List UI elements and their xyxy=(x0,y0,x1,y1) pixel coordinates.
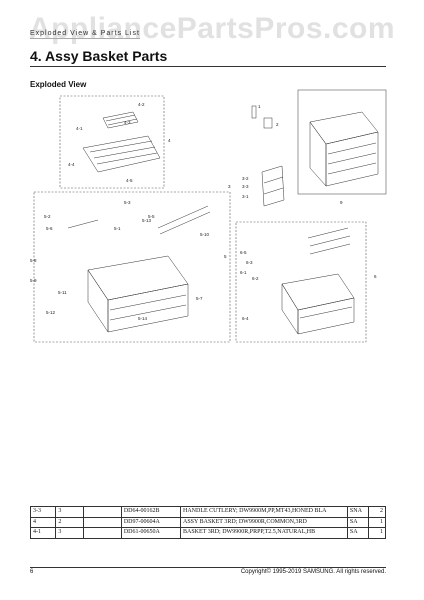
table-row: 4 2 DD97-00604A ASSY BASKET 3RD; DW9900R… xyxy=(29,516,386,528)
callout-5-10: 5-10 xyxy=(200,232,210,237)
callout-1: 1 xyxy=(258,104,261,109)
parts-table: 3-3 3 DD64-00162B HANDLE CUTLERY; DW9900… xyxy=(29,506,386,539)
cell-no: 3 xyxy=(55,506,84,518)
callout-5-5: 5-5 xyxy=(148,214,155,219)
cell-loc: 4 xyxy=(29,516,57,528)
callout-5-8: 5-8 xyxy=(30,258,37,263)
cell-qty: 2 xyxy=(368,506,386,518)
callout-3-1: 3-1 xyxy=(242,194,249,199)
callout-5-13: 5-13 xyxy=(142,218,152,223)
group-5-callouts: 5-2 5-6 5-3 5-5 5-1 5-13 5-10 5-8 5-11 5… xyxy=(30,200,227,321)
callout-5-14: 5-14 xyxy=(138,316,148,321)
small-parts-illustration xyxy=(251,105,273,129)
basket-3rd-illustration xyxy=(82,111,161,173)
cutlery-basket-illustration xyxy=(261,165,285,207)
cell-desc: ASSY BASKET 3RD; DW9900R,COMMON,3RD xyxy=(180,516,348,528)
callout-3-2: 3-2 xyxy=(242,176,249,181)
callout-5-3: 5-3 xyxy=(124,200,131,205)
lower-basket-illustration xyxy=(281,227,355,335)
callout-4-3: 4-3 xyxy=(124,120,131,125)
cell-code: DD97-00604A xyxy=(120,516,182,528)
cell-loc: 4-1 xyxy=(29,527,57,539)
basket-3rd-group-box xyxy=(59,95,165,189)
cell-desc: BASKET 3RD; DW9900R,PRPP,T2.5,NATURAL,HB xyxy=(180,527,348,539)
cell-sa: SA xyxy=(346,527,370,539)
callout-6: 6 xyxy=(374,274,377,279)
callout-6-5: 6-5 xyxy=(240,250,247,255)
callout-5-2: 5-2 xyxy=(44,214,51,219)
callout-6-4: 6-4 xyxy=(242,316,249,321)
callout-6-1: 6-1 xyxy=(240,270,247,275)
exploded-view-subtitle: Exploded View xyxy=(30,80,87,89)
callout-4-5: 4-5 xyxy=(126,178,133,183)
cell-code: DD64-00162B xyxy=(120,506,182,518)
cell-sa: SA xyxy=(346,516,370,528)
callout-5-6: 5-6 xyxy=(46,226,53,231)
callout-4: 4 xyxy=(168,138,171,143)
cell-qty: 1 xyxy=(368,516,386,528)
copyright-notice: Copyright© 1995-2019 SAMSUNG. All rights… xyxy=(240,569,386,575)
group-4-callouts: 4-2 4-1 4-3 4 4-4 4-5 xyxy=(68,102,171,183)
cell-sa: SNA xyxy=(346,506,370,518)
callout-9: 9 xyxy=(340,200,343,205)
page-number: 6 xyxy=(30,569,34,575)
exploded-view-diagram: 4-2 4-1 4-3 4 4-4 4-5 1 2 9 3-2 3-3 3 3-… xyxy=(30,89,387,343)
callout-4-1: 4-1 xyxy=(76,126,83,131)
cell-no: 3 xyxy=(55,527,84,539)
cell-blank xyxy=(82,527,122,539)
table-row: 4-1 3 DD61-00650A BASKET 3RD; DW9900R,PR… xyxy=(29,527,386,539)
cell-qty: 1 xyxy=(368,527,386,539)
header-tab: Exploded View & Parts List xyxy=(30,30,140,39)
section-title: 4. Assy Basket Parts xyxy=(30,48,386,67)
group-6-callouts: 6-5 6-3 6-1 6-2 6-4 6 xyxy=(240,250,377,321)
lower-basket-group-box xyxy=(235,221,367,343)
upper-rack-illustration xyxy=(309,111,379,187)
callout-6-2: 6-2 xyxy=(252,276,259,281)
callout-5: 5 xyxy=(224,254,227,259)
table-row: 3-3 3 DD64-00162B HANDLE CUTLERY; DW9900… xyxy=(29,506,386,518)
callout-5-1: 5-1 xyxy=(114,226,121,231)
upper-rack-group-box xyxy=(297,89,387,195)
callout-5-7: 5-7 xyxy=(196,296,203,301)
callout-5-12: 5-12 xyxy=(46,310,56,315)
watermark: AppliancePartsPros.com xyxy=(28,12,396,45)
cell-blank xyxy=(82,516,122,528)
cell-blank xyxy=(82,506,122,518)
cell-loc: 3-3 xyxy=(29,506,57,518)
callout-2: 2 xyxy=(276,122,279,127)
callout-5-9: 5-9 xyxy=(30,278,37,283)
callout-3-3: 3-3 xyxy=(242,184,249,189)
callout-4-4: 4-4 xyxy=(68,162,75,167)
upper-basket-illustration xyxy=(67,205,211,333)
callout-4-2: 4-2 xyxy=(138,102,145,107)
callout-3: 3 xyxy=(228,184,231,189)
cell-code: DD61-00650A xyxy=(120,527,182,539)
callout-5-11: 5-11 xyxy=(58,290,67,295)
cell-no: 2 xyxy=(55,516,84,528)
cell-desc: HANDLE CUTLERY; DW9900M,PP,MT43,HONED BL… xyxy=(180,506,348,518)
footer-divider xyxy=(30,567,386,568)
callout-6-3: 6-3 xyxy=(246,260,253,265)
upper-basket-group-box xyxy=(33,191,231,343)
